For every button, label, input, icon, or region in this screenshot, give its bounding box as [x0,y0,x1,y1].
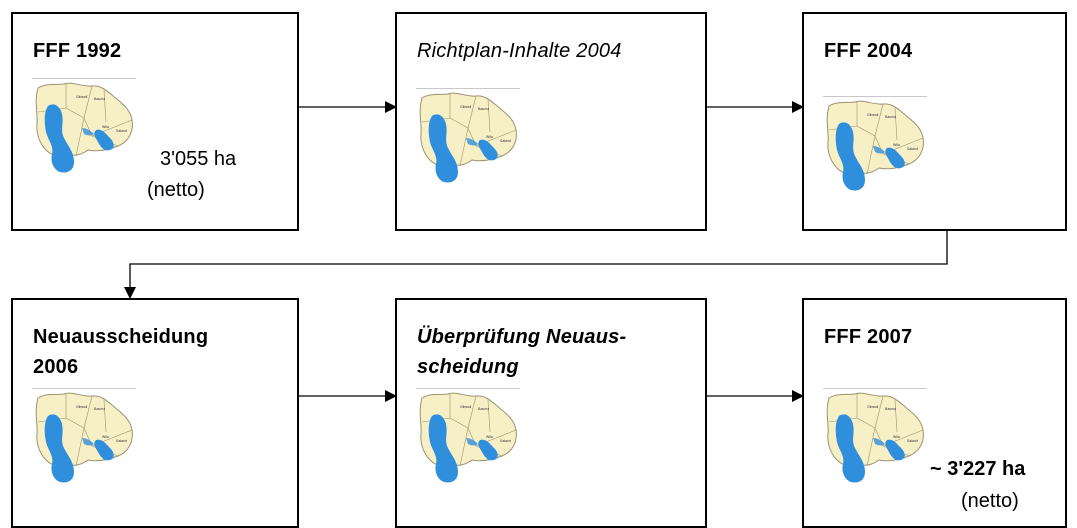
svg-text:Wila: Wila [893,435,900,439]
svg-text:Gibswil: Gibswil [867,113,879,117]
svg-text:Gibswil: Gibswil [76,405,88,409]
svg-text:Saland: Saland [907,439,918,443]
svg-text:Saland: Saland [500,439,511,443]
svg-text:Saland: Saland [116,129,127,133]
area-unit: (netto) [147,179,205,201]
svg-text:Bauma: Bauma [94,97,105,101]
svg-text:Saland: Saland [500,139,511,143]
svg-text:Bauma: Bauma [94,407,105,411]
svg-text:Gibswil: Gibswil [867,405,879,409]
svg-text:Gibswil: Gibswil [460,405,472,409]
svg-text:Bauma: Bauma [885,407,896,411]
svg-text:Wila: Wila [486,135,493,139]
svg-text:Bauma: Bauma [478,107,489,111]
svg-text:Wila: Wila [102,435,109,439]
box-title: Richtplan-Inhalte 2004 [417,40,622,62]
arrow-fff2004-to-neuausscheidung [124,230,948,299]
box-title-line2: scheidung [417,356,519,378]
svg-text:Wila: Wila [486,435,493,439]
svg-text:Wila: Wila [893,143,900,147]
svg-text:Saland: Saland [116,439,127,443]
box-title: FFF 2004 [824,40,913,62]
area-value: 3'055 ha [160,148,237,170]
box-title: Überprüfung Neuaus- scheidung [417,322,626,382]
svg-text:Bauma: Bauma [478,407,489,411]
box-title: Neuausscheidung 2006 [33,322,208,382]
svg-text:Saland: Saland [907,147,918,151]
box-title-line2: 2006 [33,356,79,378]
area-unit: (netto) [961,490,1019,512]
box-title: FFF 2007 [824,326,913,348]
area-value: ~ 3'227 ha [930,458,1026,480]
svg-text:Bauma: Bauma [885,115,896,119]
svg-text:Wila: Wila [102,125,109,129]
box-title-line1: Überprüfung Neuaus- [417,326,627,348]
box-title: FFF 1992 [33,40,122,62]
box-title-line1: Neuausscheidung [33,326,209,348]
svg-text:Gibswil: Gibswil [76,95,88,99]
svg-text:Gibswil: Gibswil [460,105,472,109]
